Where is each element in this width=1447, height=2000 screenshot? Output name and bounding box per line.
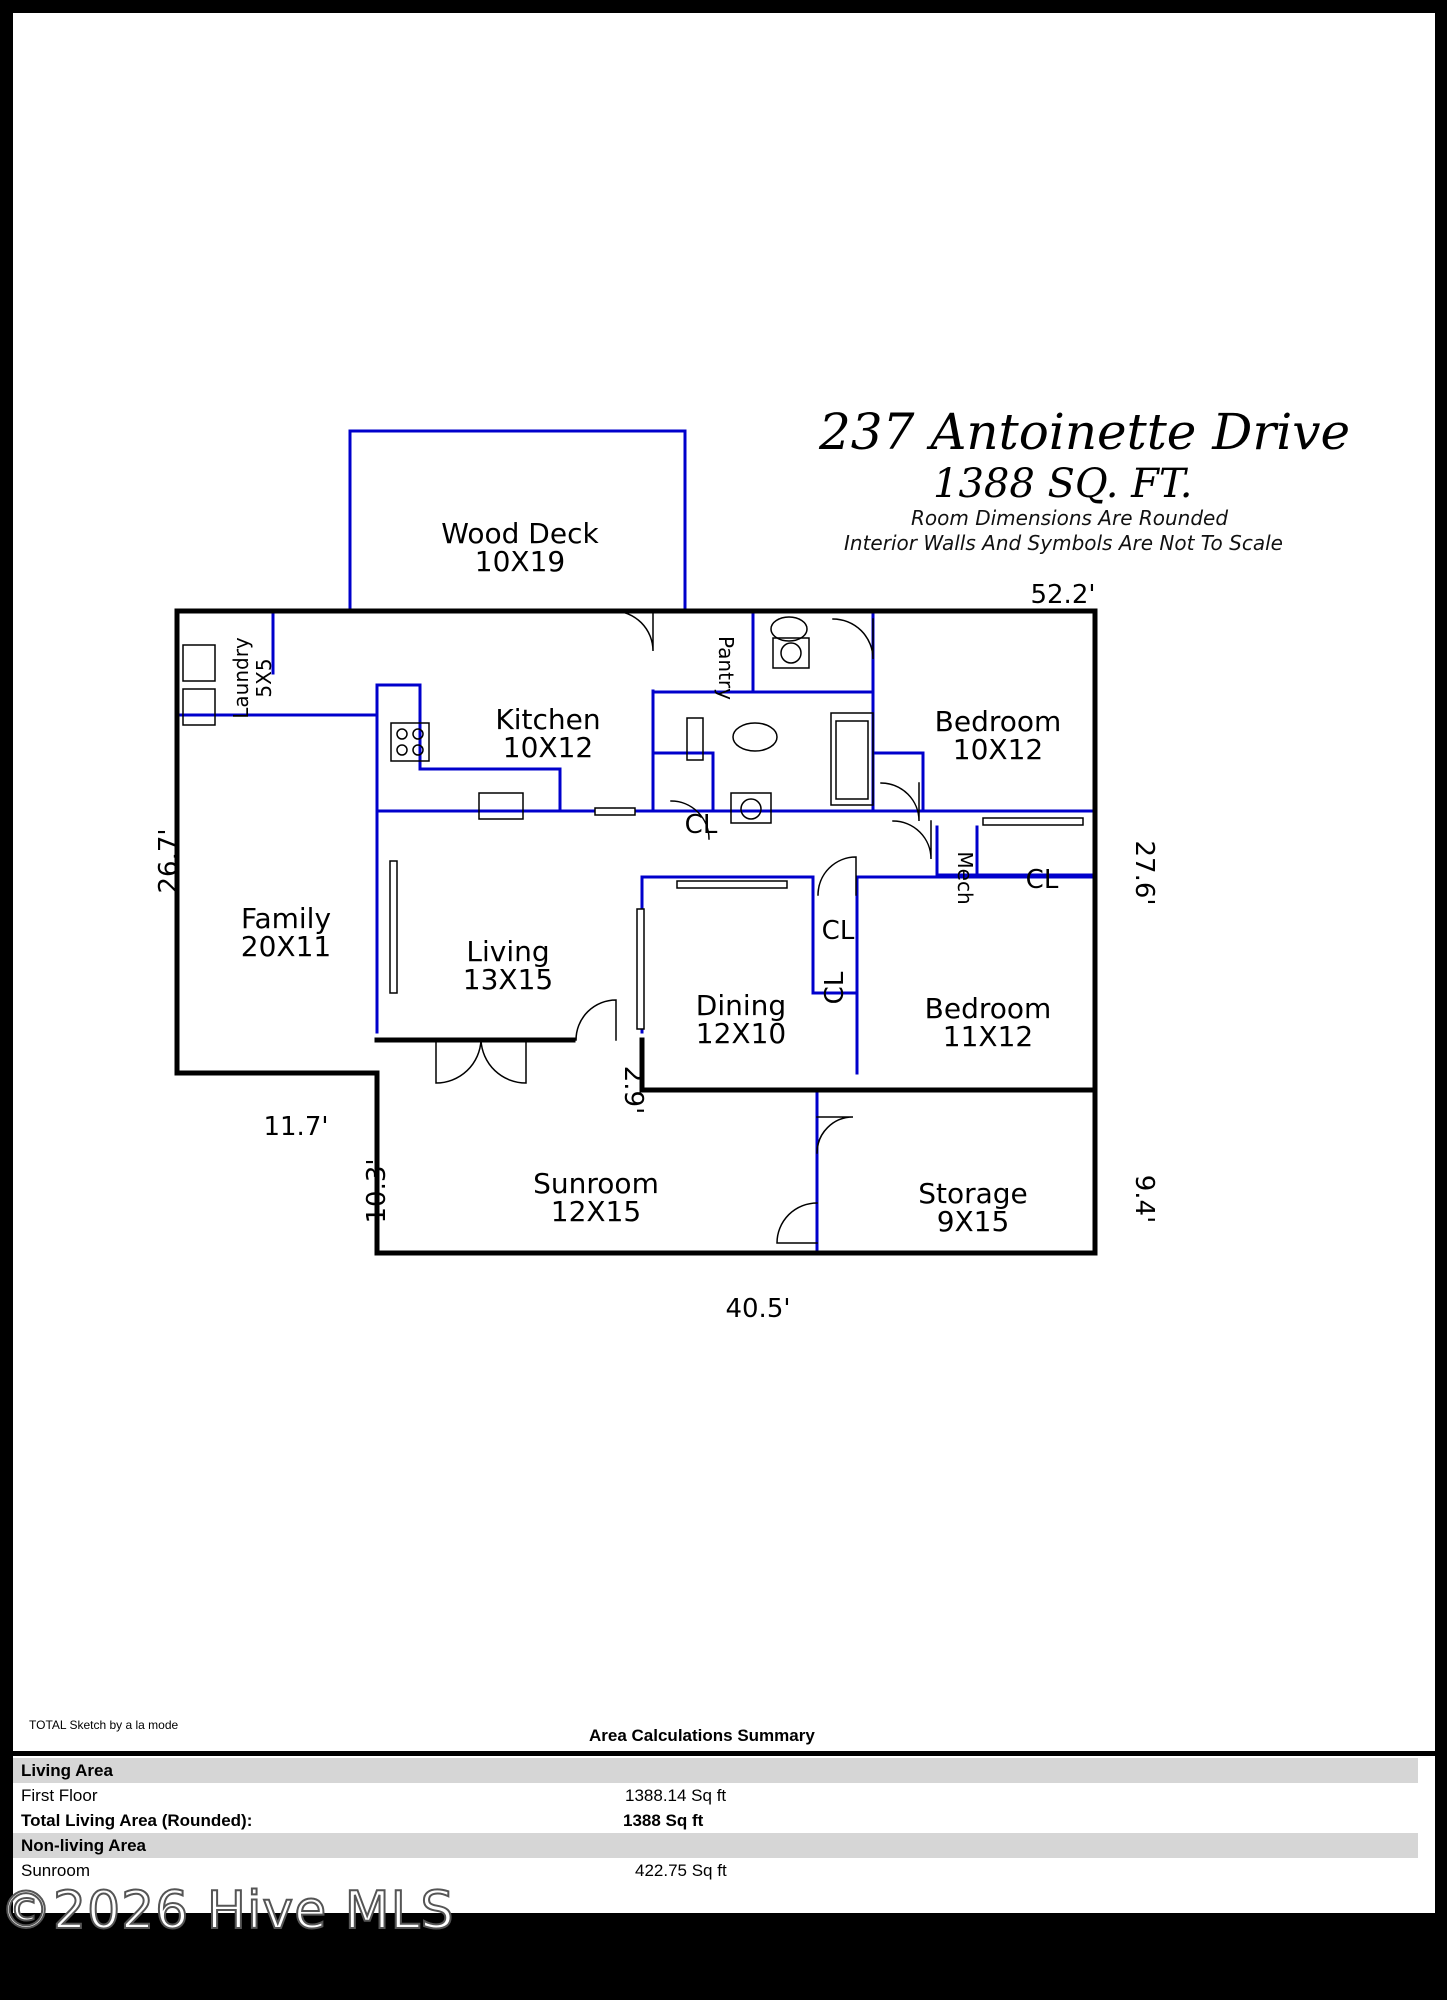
summary-label: First Floor — [21, 1786, 98, 1805]
room-family-name: Family — [241, 902, 331, 935]
summary-row-living-area: Living Area — [13, 1758, 1418, 1783]
room-laundry-size: 5X5 — [252, 658, 276, 697]
summary-label: Living Area — [21, 1761, 113, 1780]
room-kitchen-size: 10X12 — [503, 731, 593, 764]
closet-kitchen-label: CL — [685, 810, 718, 840]
room-pantry-name: Pantry — [714, 636, 738, 700]
room-bedroom2-size: 11X12 — [943, 1020, 1033, 1053]
exterior-walls — [174, 608, 1098, 1256]
summary-label: Total Living Area (Rounded): — [21, 1811, 253, 1830]
note-rounded: Room Dimensions Are Rounded — [911, 506, 1229, 530]
summary-label: Sunroom — [21, 1861, 90, 1880]
room-bedroom1-name: Bedroom — [935, 705, 1062, 738]
room-dining-size: 12X10 — [696, 1017, 786, 1050]
room-wood-deck-size: 10X19 — [475, 545, 565, 578]
room-wood-deck-name: Wood Deck — [441, 517, 599, 550]
dim-sunroom-left: 10.3' — [362, 1158, 392, 1223]
dim-step: 2.9' — [618, 1066, 648, 1115]
note-scale: Interior Walls And Symbols Are Not To Sc… — [844, 531, 1283, 555]
room-sunroom-size: 12X15 — [551, 1195, 641, 1228]
room-bedroom2-name: Bedroom — [925, 992, 1052, 1025]
room-storage-size: 9X15 — [937, 1205, 1010, 1238]
room-living-name: Living — [466, 935, 549, 968]
fixtures — [182, 616, 874, 824]
summary-row-first-floor: First Floor 1388.14 Sq ft — [13, 1783, 1435, 1808]
summary-value: 1388 Sq ft — [623, 1811, 704, 1830]
closet-dining-label: CL — [822, 916, 855, 946]
floor-plan-sheet: 237 Antoinette Drive 1388 SQ. FT. Room D… — [13, 13, 1435, 1913]
closet-mech-label: CL — [1026, 865, 1059, 895]
watermark: ©2026 Hive MLS — [0, 1880, 455, 1942]
summary-divider — [13, 1751, 1435, 1756]
sketch-credit: TOTAL Sketch by a la mode — [29, 1718, 179, 1732]
room-bedroom1-size: 10X12 — [953, 733, 1043, 766]
closet-vertical-label: CL — [820, 971, 850, 1004]
windows — [389, 807, 1084, 1030]
wood-deck-outline — [348, 429, 687, 613]
room-kitchen-name: Kitchen — [495, 703, 600, 736]
room-family-size: 20X11 — [241, 930, 331, 963]
floor-plan: Wood Deck 10X19 Kitchen 10X12 Bedroom 10… — [154, 429, 1159, 1324]
summary-value: 1388.14 Sq ft — [625, 1786, 727, 1805]
summary-row-sunroom: Sunroom 422.75 Sq ft — [13, 1858, 1435, 1883]
room-sunroom-name: Sunroom — [533, 1167, 659, 1200]
property-address: 237 Antoinette Drive — [819, 403, 1351, 461]
room-living-size: 13X15 — [463, 963, 553, 996]
dim-top: 52.2' — [1030, 580, 1095, 610]
summary-title: Area Calculations Summary — [589, 1726, 815, 1745]
summary-row-non-living: Non-living Area — [13, 1833, 1418, 1858]
summary-label: Non-living Area — [21, 1836, 146, 1855]
dim-storage-right: 9.4' — [1129, 1175, 1159, 1224]
dim-family-bottom: 11.7' — [263, 1112, 328, 1142]
door-swings — [435, 610, 932, 1244]
dim-bottom: 40.5' — [725, 1294, 790, 1324]
summary-value: 422.75 Sq ft — [635, 1861, 727, 1880]
room-mech-name: Mech — [953, 851, 977, 904]
room-laundry-name: Laundry — [229, 637, 253, 719]
dim-left: 26.7' — [154, 828, 184, 893]
room-storage-name: Storage — [918, 1177, 1028, 1210]
summary-row-total-living: Total Living Area (Rounded): 1388 Sq ft — [13, 1808, 1435, 1833]
dim-right: 27.6' — [1129, 840, 1159, 905]
room-dining-name: Dining — [696, 989, 786, 1022]
property-area: 1388 SQ. FT. — [933, 461, 1193, 507]
